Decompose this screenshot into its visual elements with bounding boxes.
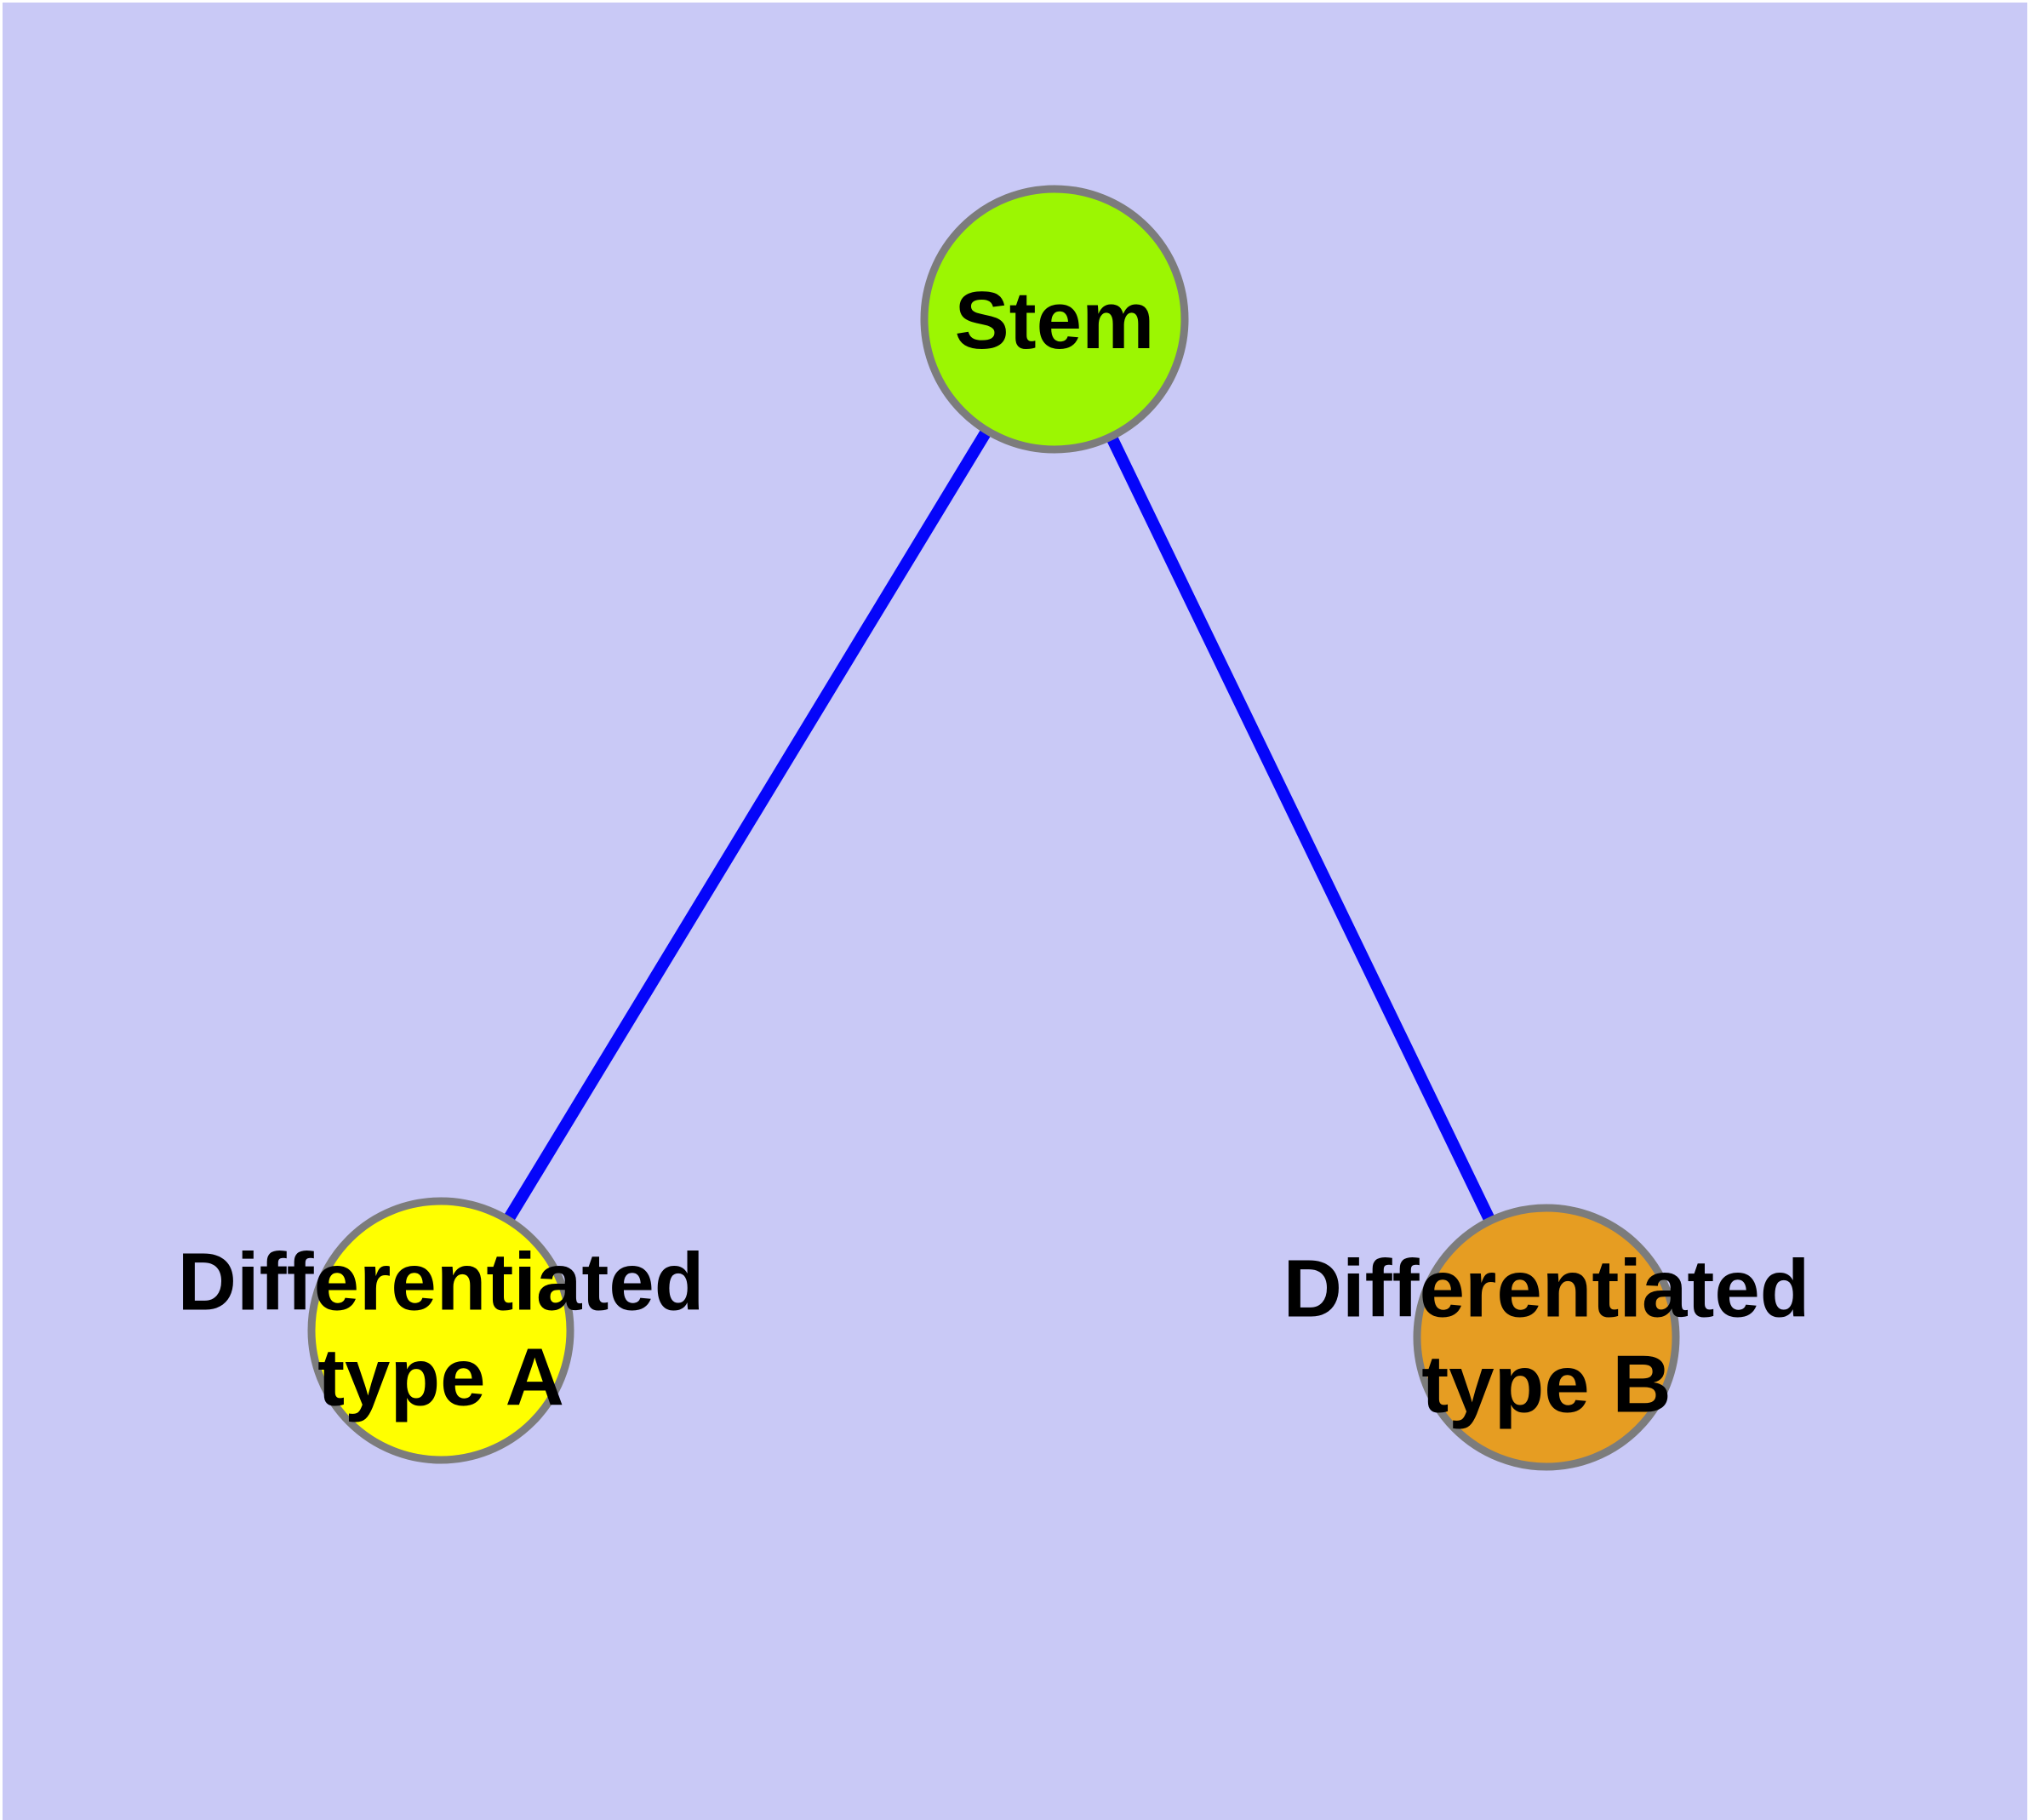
edge-group [436,316,1552,1341]
node-stem-circle [920,185,1189,454]
node-group [307,185,1680,1471]
node-type-b-circle [1413,1204,1680,1471]
node-type-a-circle [307,1197,574,1464]
edge-stem-to-type-a [436,316,1060,1334]
edge-stem-to-type-b [1049,316,1552,1341]
